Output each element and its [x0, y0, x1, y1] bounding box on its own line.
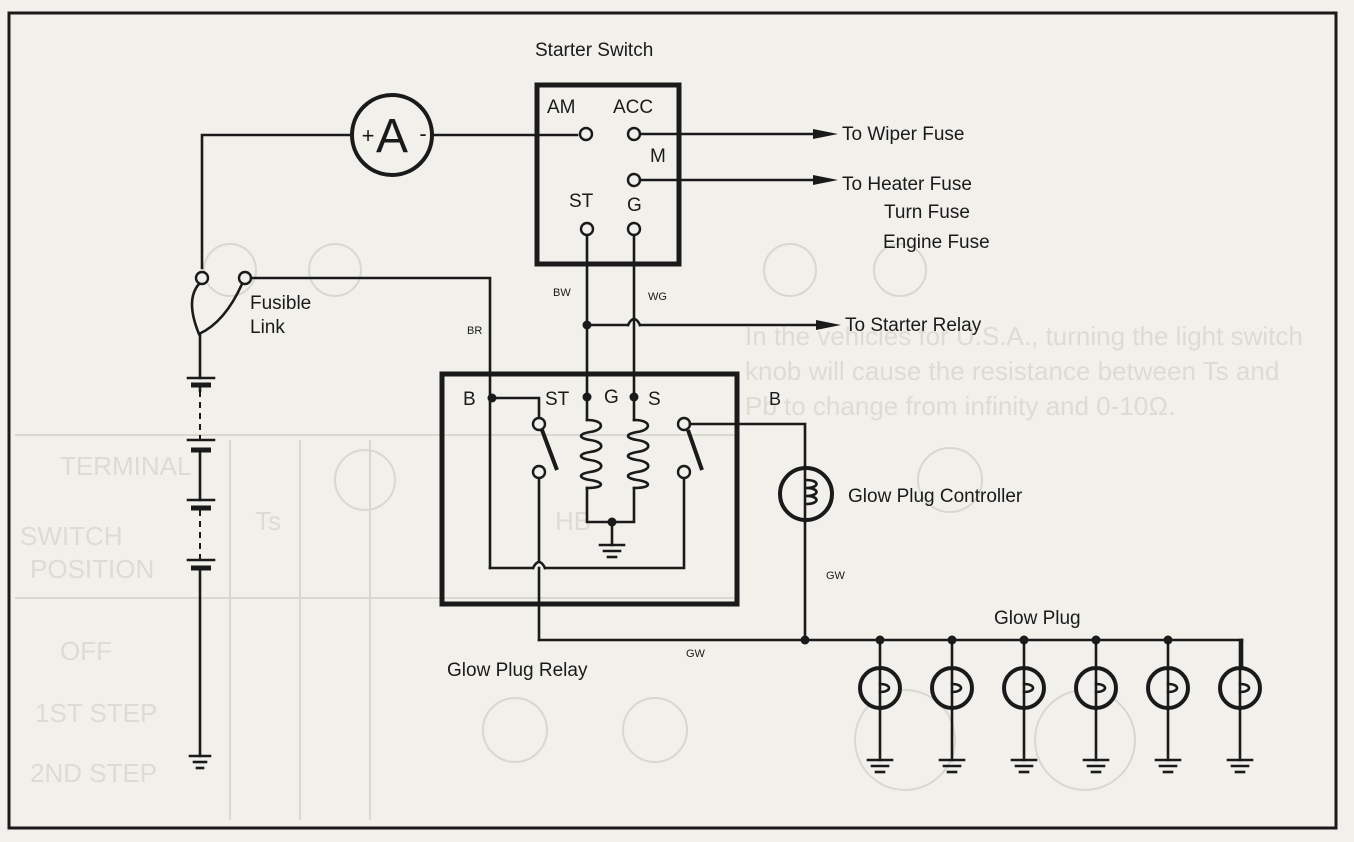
engine-fuse-label: Engine Fuse [883, 232, 990, 253]
wire-color-b: B [769, 389, 781, 409]
glow-plug-relay-box [439, 371, 740, 607]
ammeter-icon [350, 93, 434, 177]
ammeter-minus: - [419, 121, 426, 146]
to-starter-relay-label: To Starter Relay [845, 315, 982, 336]
starter-switch-box [534, 82, 682, 267]
ghost-off-text: OFF [60, 636, 112, 666]
glow-plug-label: Glow Plug [994, 608, 1081, 629]
ghost-switch-text: SWITCH [20, 521, 123, 551]
starter-switch-label: Starter Switch [535, 40, 653, 61]
ammeter-symbol: A [376, 110, 408, 163]
ammeter-plus: + [362, 123, 375, 148]
glow-plug-bus: GW Glow Plug [537, 608, 1244, 668]
terminal-acc-label: ACC [613, 97, 653, 118]
terminal-m-label: M [650, 146, 666, 167]
relay-terminal-st-label: ST [545, 389, 570, 410]
ghost-position-text: POSITION [30, 554, 154, 584]
terminal-st [579, 221, 595, 237]
glow-plug [930, 635, 974, 774]
wire-color-bw: BW [553, 287, 571, 299]
glow-plug-controller-label: Glow Plug Controller [848, 486, 1023, 507]
ghost-ts-text: Ts [255, 506, 281, 536]
junction-dot [800, 635, 810, 645]
wire-color-wg: WG [648, 291, 667, 303]
terminal-am [578, 126, 594, 142]
wire-color-gw-controller: GW [826, 570, 846, 582]
fusible-link-terminal-left [194, 270, 210, 286]
ground-icon [188, 754, 212, 770]
ground-icon [1010, 758, 1038, 774]
arrow-icon [813, 175, 838, 185]
fusible-link-label-1: Fusible [250, 293, 311, 314]
coil-icon [626, 418, 650, 490]
glow-plugs [858, 635, 1262, 774]
relay-terminal-b-label: B [463, 389, 476, 410]
glow-plug-controller: Glow Plug Controller GW [778, 464, 1023, 642]
ghost-paragraph-line-3: Pb to change from infinity and 0-10Ω. [745, 391, 1175, 421]
relay-contact [676, 464, 692, 480]
glow-plug [1218, 638, 1262, 774]
ground-icon [598, 543, 626, 559]
ghost-terminal-text: TERMINAL [60, 451, 191, 481]
fusible-link-terminal-right [237, 270, 253, 286]
terminal-acc [626, 126, 642, 142]
background-bleed-through: TERMINAL SWITCH POSITION OFF 1ST STEP 2N… [15, 243, 1303, 820]
terminal-m [626, 172, 642, 188]
ground-icon [1226, 758, 1254, 774]
glow-plug [858, 635, 902, 774]
ghost-paragraph-line-2: knob will cause the resistance between T… [745, 356, 1279, 386]
arrow-icon [813, 129, 838, 139]
to-wiper-fuse-label: To Wiper Fuse [842, 124, 964, 145]
ground-icon [866, 758, 894, 774]
relay-terminal-g-label: G [604, 387, 619, 408]
terminal-am-label: AM [547, 97, 576, 118]
switch-to-relay-wires: To Starter Relay BW WG [553, 233, 982, 399]
relay-contact [531, 416, 547, 432]
ground-icon [1082, 758, 1110, 774]
ghost-1st-step-text: 1ST STEP [35, 698, 157, 728]
wire-color-gw-bus: GW [686, 648, 706, 660]
ammeter: A + - [200, 93, 579, 270]
ghost-2nd-step-text: 2ND STEP [30, 758, 157, 788]
wire-color-br: BR [467, 325, 482, 337]
coil-icon [579, 418, 603, 490]
glow-plug-relay-label: Glow Plug Relay [447, 660, 588, 681]
glow-plug-relay: B ST G S [439, 371, 807, 681]
terminal-st-label: ST [569, 191, 594, 212]
junction-dot [582, 320, 592, 330]
glow-plug [1074, 635, 1118, 774]
to-heater-fuse-label: To Heater Fuse [842, 174, 972, 195]
fusible-link: Fusible Link BR [190, 270, 492, 402]
terminal-g-label: G [627, 195, 642, 216]
relay-contact [531, 464, 547, 480]
arrow-icon [816, 320, 841, 330]
relay-terminal-s-label: S [648, 389, 661, 410]
ghost-paragraph-line-1: In the vehicles for U.S.A., turning the … [745, 321, 1303, 351]
ghost-hb-text: HB [555, 506, 591, 536]
glow-plug [1146, 635, 1190, 774]
glow-plug [1002, 635, 1046, 774]
fusible-link-label-2: Link [250, 317, 285, 338]
diagram-frame [7, 11, 1338, 830]
terminal-g [626, 221, 642, 237]
ground-icon [938, 758, 966, 774]
turn-fuse-label: Turn Fuse [884, 202, 970, 223]
relay-contact [676, 416, 692, 432]
battery [186, 332, 216, 770]
ground-icon [1154, 758, 1182, 774]
starter-switch: Starter Switch AM ACC M ST G [534, 40, 682, 267]
switch-outputs: To Wiper Fuse To Heater Fuse Turn Fuse E… [638, 124, 990, 253]
